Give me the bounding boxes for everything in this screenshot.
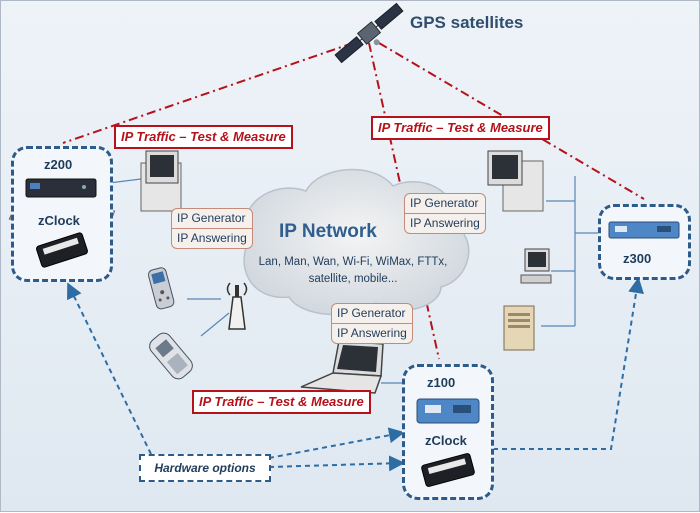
ip-answering-label: IP Answering (172, 228, 252, 248)
ip-generator-box-right: IP Generator IP Answering (404, 193, 486, 234)
z300-device-icon (608, 221, 680, 239)
zclock-device-icon (421, 453, 475, 487)
traffic-label-left: IP Traffic – Test & Measure (114, 125, 293, 149)
z300-device-box: z300 (598, 204, 691, 280)
traffic-label-bottom: IP Traffic – Test & Measure (192, 390, 371, 414)
z100-device-icon (416, 398, 480, 424)
hw-arrow-z100-lower (268, 455, 405, 472)
gps-link-z100 (368, 42, 440, 360)
ip-generator-label: IP Generator (410, 196, 479, 210)
traffic-label-right: IP Traffic – Test & Measure (371, 116, 550, 140)
link-handset-antenna (200, 312, 230, 337)
ip-network-title: IP Network (279, 221, 377, 242)
z200-device-icon (25, 178, 97, 198)
mobile-phone-icon (147, 267, 175, 310)
z100-label: z100 (427, 375, 456, 390)
ip-generator-box-left: IP Generator IP Answering (171, 208, 253, 249)
hw-arrow-z100 (268, 427, 405, 459)
z100-device-box: z100 zClock (402, 364, 494, 500)
z200-label: z200 (44, 157, 73, 172)
hw-arrow-z200 (67, 282, 152, 455)
link-z200-pc (108, 178, 142, 184)
zclock-label: zClock (38, 213, 80, 228)
hw-arrow-z300 (493, 277, 644, 450)
ip-generator-label: IP Generator (177, 211, 246, 225)
gps-link-z200 (62, 42, 354, 144)
server-icon (503, 305, 535, 351)
zclock-label: zClock (425, 433, 467, 448)
zclock-device-icon (36, 232, 88, 268)
hardware-options-label: Hardware options (139, 454, 271, 482)
gps-title: GPS satellites (410, 13, 524, 32)
ip-generator-box-bottom: IP Generator IP Answering (331, 303, 413, 344)
z300-label: z300 (623, 251, 652, 266)
small-computer-icon (520, 248, 552, 284)
ip-answering-label: IP Answering (332, 323, 412, 343)
ip-generator-label: IP Generator (337, 306, 406, 320)
wireless-antenna-icon (226, 282, 248, 330)
cordless-phone-icon (149, 332, 193, 380)
z200-device-box: z200 zClock (11, 146, 113, 282)
ip-network-subtitle: Lan, Man, Wan, Wi-Fi, WiMax, FTTx, satel… (258, 256, 448, 285)
ip-answering-label: IP Answering (405, 213, 485, 233)
